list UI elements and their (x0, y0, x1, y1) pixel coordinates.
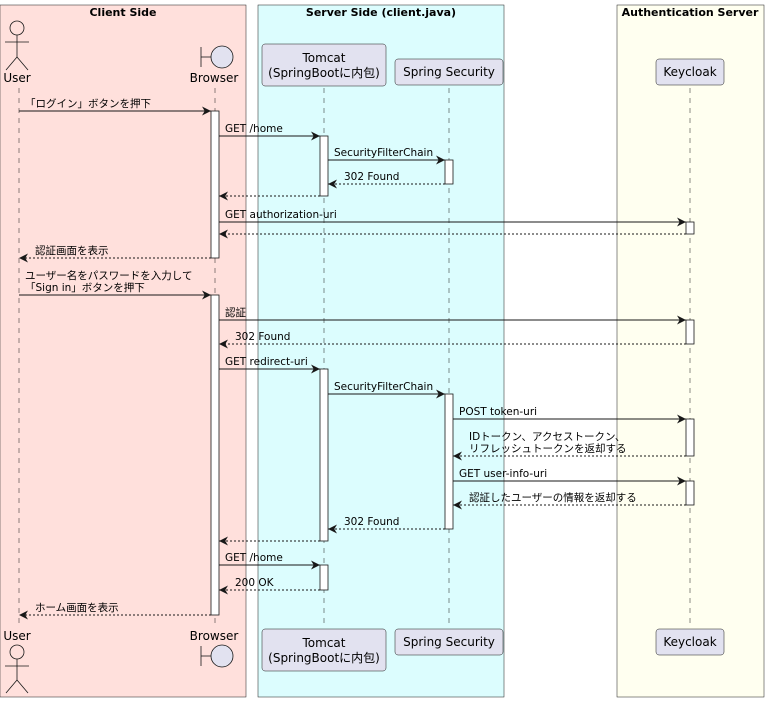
message-label: SecurityFilterChain (334, 381, 433, 393)
message-label: 「Sign in」ボタンを押下 (25, 281, 145, 294)
message-label: SecurityFilterChain (334, 147, 433, 159)
participant-browser-top: Browser (190, 45, 239, 85)
box-title-auth: Authentication Server (622, 6, 759, 19)
box-server: Server Side (client.java) (257, 4, 505, 698)
participant-label-tomcat-top-line1: Tomcat (302, 51, 346, 65)
participant-keycloak-bottom: Keycloak (655, 628, 725, 656)
activation-keycloak-4 (685, 480, 695, 506)
activation-bars (210, 110, 695, 616)
box-title-client: Client Side (89, 6, 156, 19)
participant-label-tomcat-top-line2: (SpringBootに内包) (268, 66, 380, 80)
activation-security-2 (444, 393, 454, 530)
participant-browser-bottom: Browser (190, 629, 239, 668)
message-label: GET user-info-uri (459, 468, 547, 480)
participant-label-browser-top: Browser (190, 71, 239, 85)
participant-security-bottom: Spring Security (394, 628, 504, 656)
participant-label-security-bottom: Spring Security (403, 635, 495, 649)
message-label: 認証画面を表示 (35, 244, 109, 257)
box-auth: Authentication Server (616, 4, 765, 698)
participant-security-top: Spring Security (394, 58, 504, 86)
participant-tomcat-top: Tomcat (SpringBootに内包) (261, 43, 387, 87)
message-label: 302 Found (344, 516, 399, 528)
participant-user-bottom: User (3, 629, 31, 694)
participant-tomcat-bottom: Tomcat (SpringBootに内包) (261, 628, 387, 672)
participant-label-user-bottom: User (3, 629, 30, 643)
participant-user-top: User (3, 20, 31, 85)
message-label: ユーザー名をパスワードを入力して (25, 269, 192, 282)
message-label: GET redirect-uri (225, 356, 308, 368)
message-label: GET authorization-uri (225, 209, 337, 221)
activation-browser-2 (210, 294, 220, 616)
participant-label-security-top: Spring Security (403, 65, 495, 79)
activation-security-1 (444, 159, 454, 185)
participant-label-tomcat-bottom-line1: Tomcat (302, 636, 346, 650)
box-title-server: Server Side (client.java) (306, 6, 456, 19)
activation-keycloak-1 (685, 221, 695, 235)
activation-tomcat-3 (319, 564, 329, 591)
message-label: GET /home (225, 552, 283, 564)
message-label: 302 Found (344, 171, 399, 183)
message-label: 認証したユーザーの情報を返却する (469, 491, 637, 504)
activation-tomcat-1 (319, 135, 329, 197)
message-label: リフレッシュトークンを返却する (469, 443, 627, 455)
message-label: IDトークン、アクセストークン、 (469, 431, 625, 443)
participant-label-tomcat-bottom-line2: (SpringBootに内包) (268, 651, 380, 665)
activation-keycloak-2 (685, 319, 695, 345)
message-label: POST token-uri (459, 406, 537, 418)
activation-keycloak-3 (685, 418, 695, 457)
message-label: 200 OK (235, 577, 275, 589)
message-label: 302 Found (235, 331, 290, 343)
message-label: 認証 (225, 306, 246, 319)
participant-label-keycloak-bottom: Keycloak (663, 635, 716, 649)
activation-tomcat-2 (319, 368, 329, 542)
participant-label-keycloak-top: Keycloak (663, 65, 716, 79)
participant-label-user-top: User (3, 71, 30, 85)
participant-keycloak-top: Keycloak (655, 58, 725, 86)
message-label: 「ログイン」ボタンを押下 (25, 97, 151, 110)
box-client: Client Side (0, 4, 247, 698)
activation-browser-1 (210, 110, 220, 259)
participant-label-browser-bottom: Browser (190, 629, 239, 643)
message-label: ホーム画面を表示 (35, 601, 119, 614)
message-label: GET /home (225, 123, 283, 135)
